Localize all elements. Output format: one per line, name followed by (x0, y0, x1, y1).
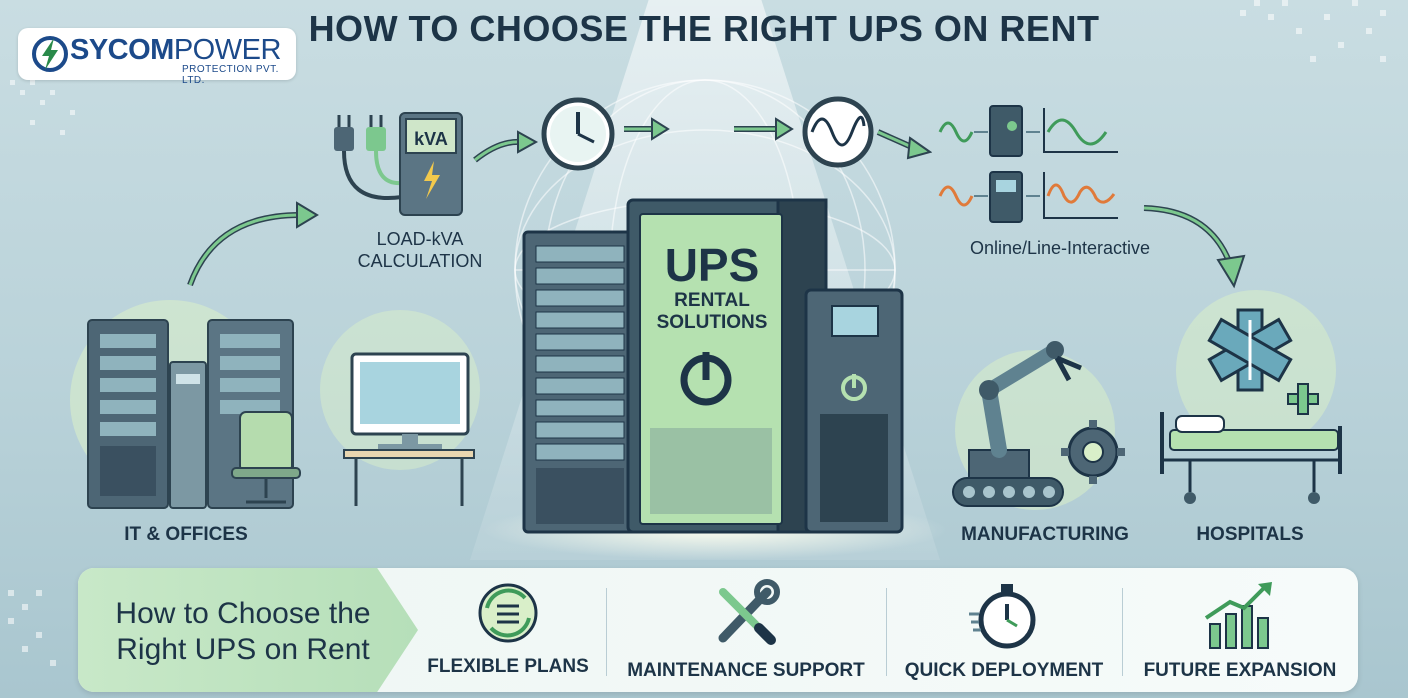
feature-divider-1 (606, 588, 607, 676)
ups-rental-label: RENTAL (674, 290, 750, 311)
sine-wave-icon (802, 96, 874, 168)
pixel-dots-left (10, 80, 75, 135)
banner-heading: How to Choose the Right UPS on Rent (88, 596, 398, 668)
feature-divider-2 (886, 588, 887, 676)
feature-label-flexible-plans: FLEXIBLE PLANS (427, 656, 589, 677)
hospital-illustration (1160, 290, 1342, 504)
cycle-arrows-icon (478, 583, 538, 643)
logo-name: SYCOMPOWER (70, 34, 281, 67)
logo-name-b: POWER (173, 34, 282, 66)
label-manufacturing: MANUFACTURING (961, 524, 1129, 545)
feature-label-maintenance-support: MAINTENANCE SUPPORT (627, 660, 865, 681)
feature-label-quick-deployment: QUICK DEPLOYMENT (904, 660, 1104, 681)
clock-icon (541, 97, 615, 171)
manufacturing-robot-illustration (952, 341, 1125, 510)
feature-flexible-plans: FLEXIBLE PLANS (420, 578, 596, 688)
company-logo: SYCOMPOWER PROTECTION PVT. LTD. (18, 28, 296, 86)
kva-meter-text: kVA (414, 129, 448, 149)
feature-future-expansion: FUTURE EXPANSION (1132, 578, 1348, 688)
arrow-clock-right (624, 117, 670, 141)
page-title: HOW TO CHOOSE THE RIGHT UPS ON RENT (308, 8, 1100, 49)
it-office-illustration (70, 300, 480, 509)
label-it-offices: IT & OFFICES (124, 524, 248, 545)
pixel-dots-right (1240, 0, 1386, 62)
arrow-to-hospitals (1143, 205, 1246, 289)
ups-cabinet-text: UPS RENTAL SOLUTIONS (641, 240, 783, 334)
label-load-kva-line1: LOAD-kVA (376, 229, 464, 249)
kva-meter-illustration: kVA (334, 112, 463, 216)
pixel-dots-bottom-left (8, 590, 56, 666)
logo-subtitle: PROTECTION PVT. LTD. (182, 64, 279, 86)
ups-cabinets-illustration (522, 198, 904, 534)
ups-big-label: UPS (664, 239, 760, 291)
banner-heading-line2: Right UPS on Rent (116, 633, 370, 666)
ups-solutions-label: SOLUTIONS (656, 312, 768, 333)
arrow-left-up (187, 201, 319, 287)
growth-chart-icon (1204, 582, 1272, 649)
label-load-kva: LOAD-kVA CALCULATION (345, 228, 495, 272)
arrow-to-sine (734, 117, 794, 141)
feature-quick-deployment: QUICK DEPLOYMENT (896, 578, 1112, 688)
label-hospitals: HOSPITALS (1196, 524, 1304, 545)
logo-name-a: SYCOM (70, 34, 174, 66)
arrow-to-online (876, 129, 932, 160)
arrow-to-clock (473, 130, 539, 163)
label-online-line-interactive: Online/Line-Interactive (969, 238, 1151, 258)
power-bolt-icon (32, 36, 68, 72)
label-load-kva-line2: CALCULATION (357, 251, 483, 271)
wrench-screwdriver-icon (718, 579, 780, 645)
feature-divider-3 (1122, 588, 1123, 676)
banner-heading-box (78, 568, 418, 692)
online-line-interactive-diagram (938, 105, 1118, 223)
feature-maintenance-support: MAINTENANCE SUPPORT (616, 578, 876, 688)
feature-label-future-expansion: FUTURE EXPANSION (1143, 660, 1337, 681)
stopwatch-icon (969, 584, 1036, 649)
banner-heading-line1: How to Choose the (115, 597, 371, 630)
